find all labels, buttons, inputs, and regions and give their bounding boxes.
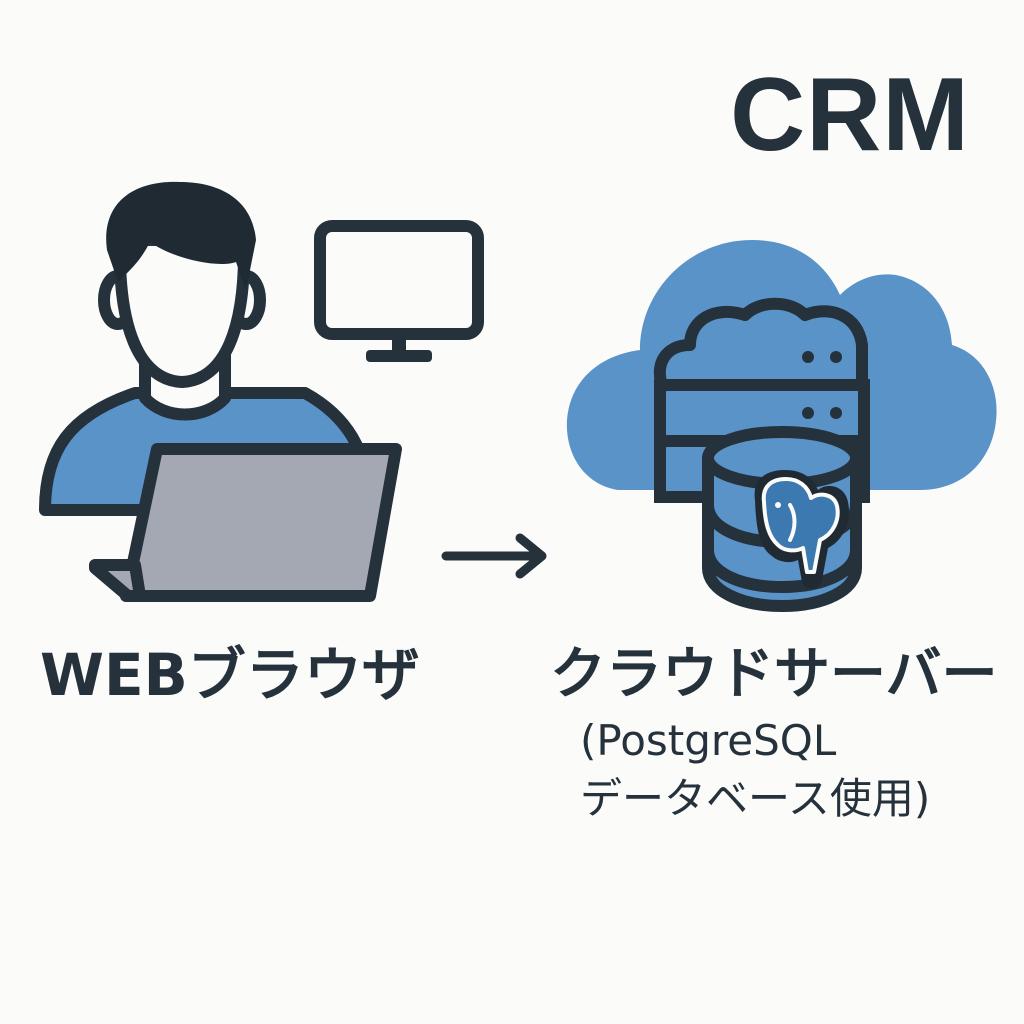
postgresql-elephant-icon [754,470,850,589]
diagram-title: CRM [730,57,970,173]
database-note: (PostgreSQL データベース使用) [580,712,1000,828]
desktop-monitor-icon [314,220,484,362]
browser-label: WEBブラウザ [40,641,420,709]
database-note-line1: (PostgreSQL [580,716,837,765]
database-note-line2: データベース使用) [580,774,931,823]
laptop-icon [89,443,402,602]
server-label: クラウドサーバー [550,642,998,707]
arrow-right-icon [441,533,547,579]
